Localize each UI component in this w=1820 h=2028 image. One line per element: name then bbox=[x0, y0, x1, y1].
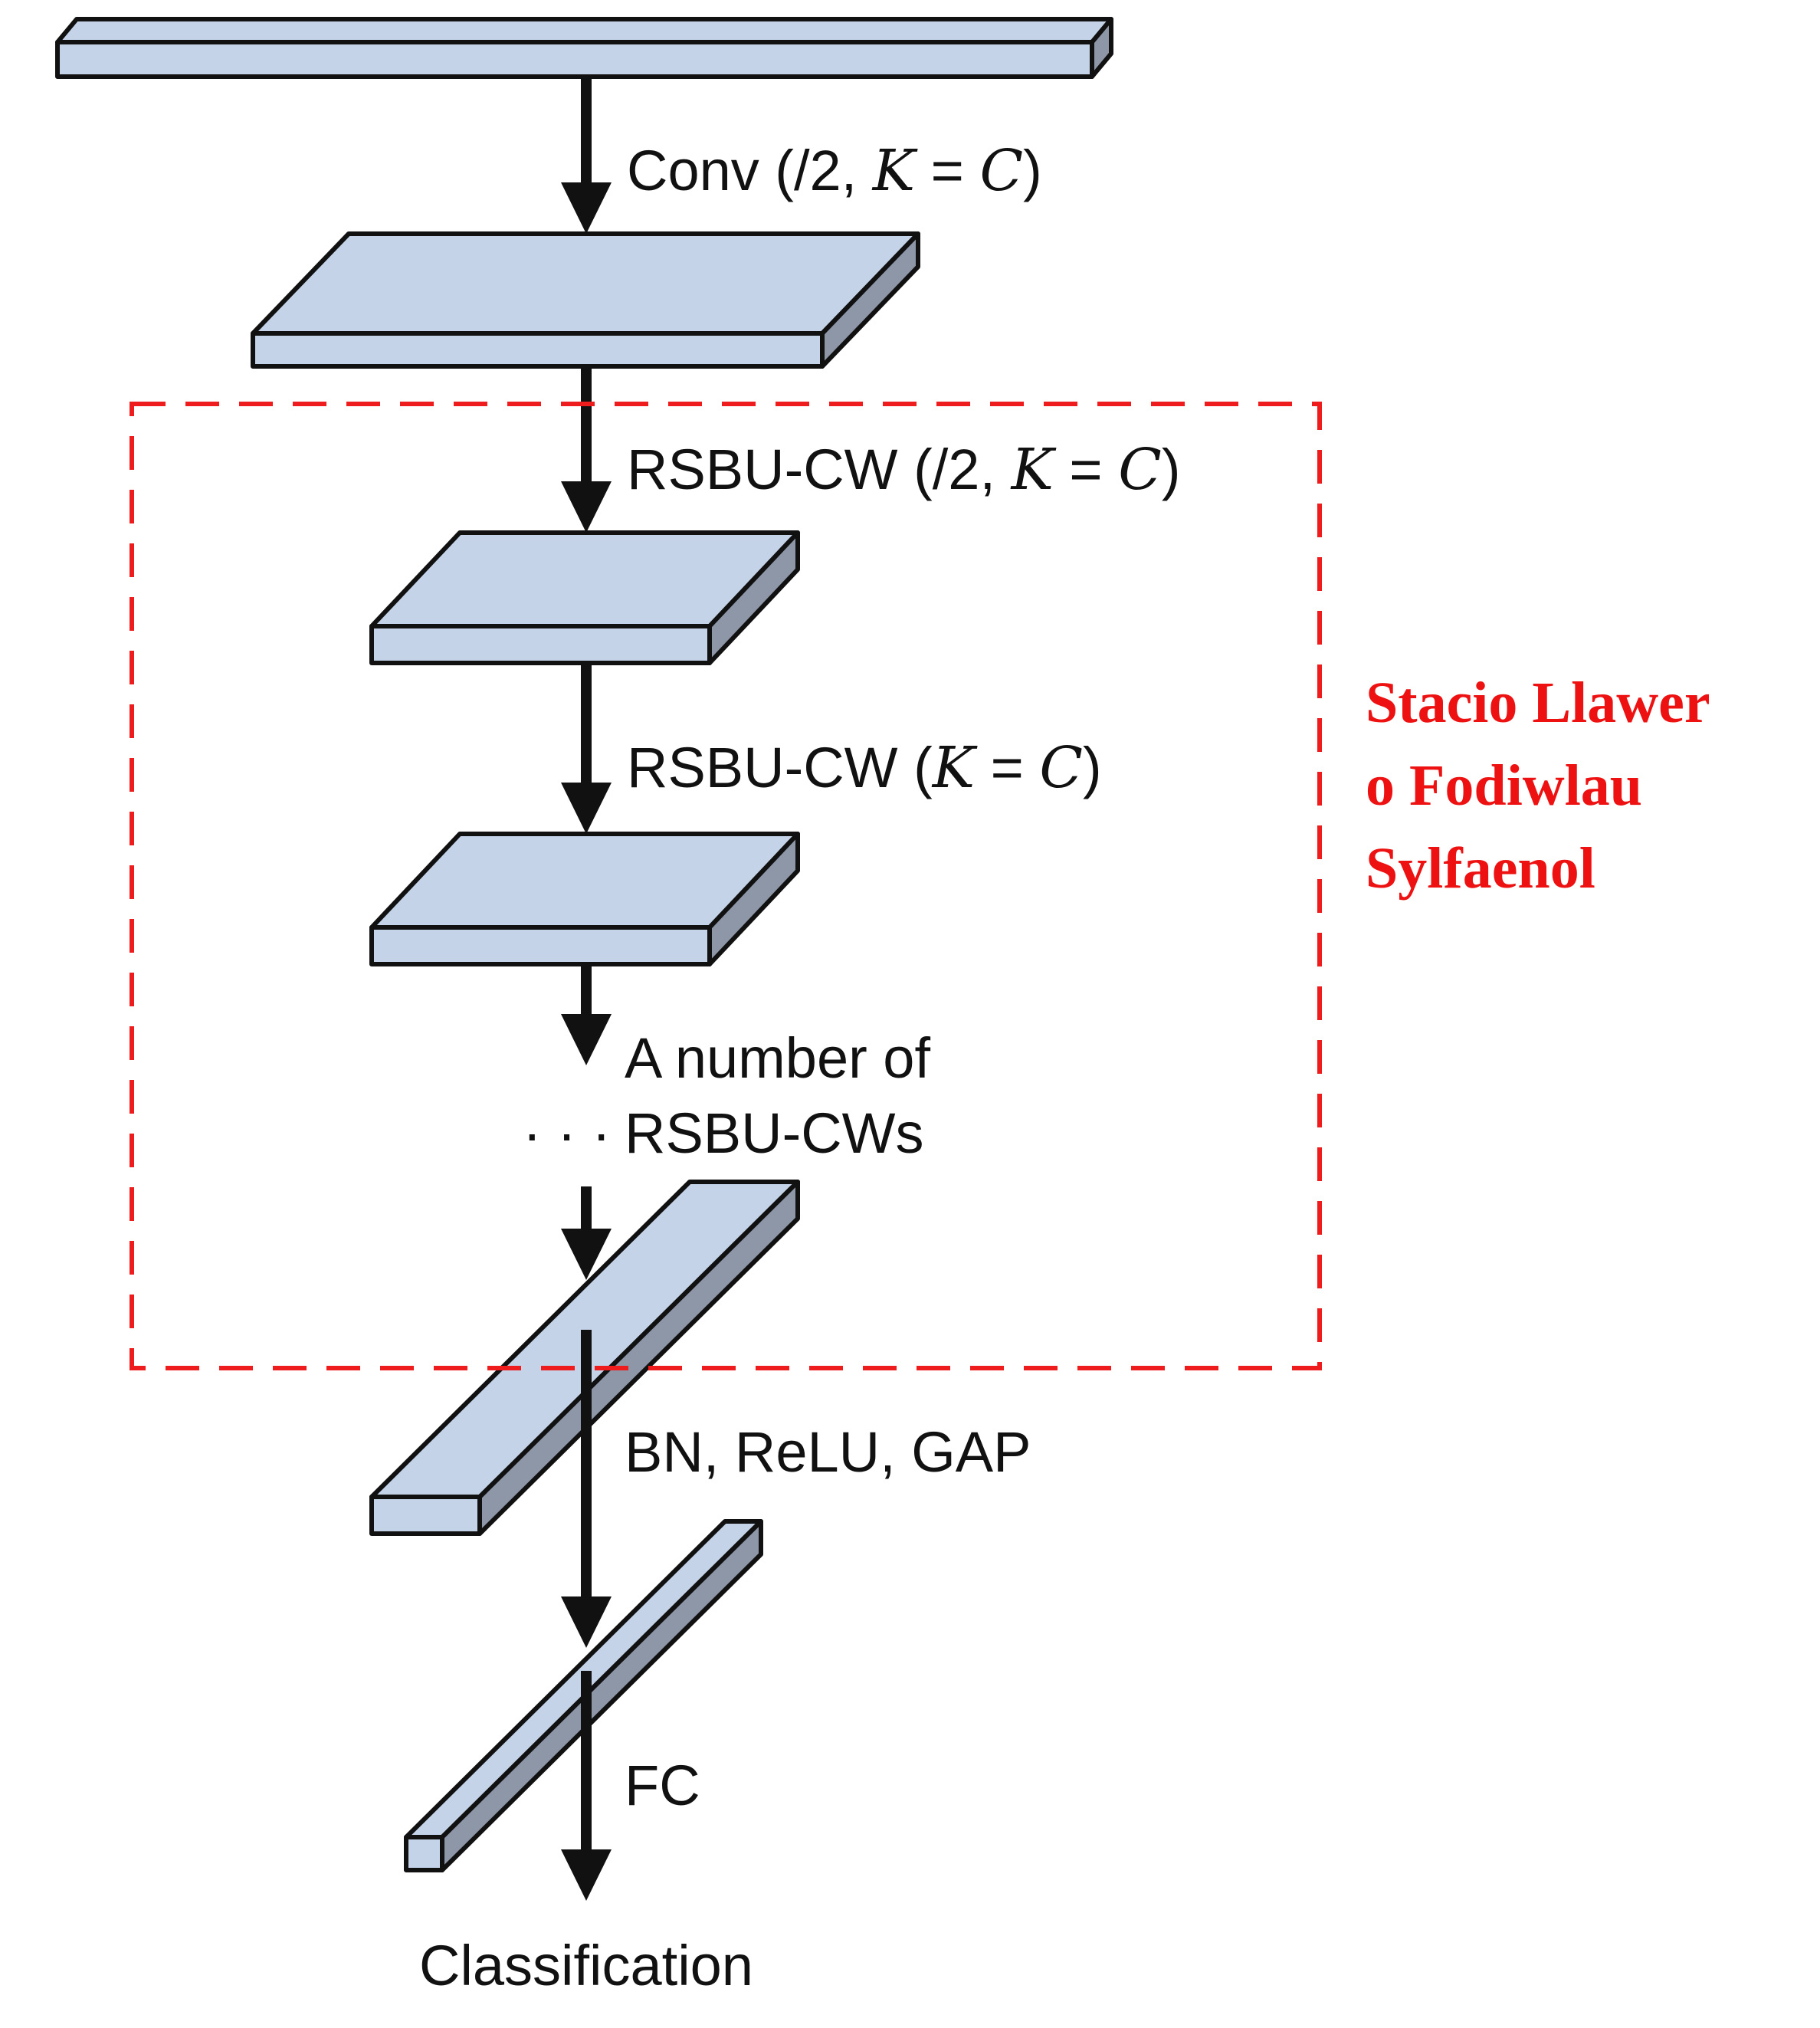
arrow-many bbox=[561, 964, 612, 1065]
fc-label: FC bbox=[625, 1754, 700, 1817]
arrow-bn bbox=[561, 1330, 612, 1648]
rsbu-label: RSBU-CW (K = C) bbox=[627, 735, 1102, 801]
conv-step-label: Conv (/2, K = C) bbox=[627, 138, 1042, 204]
region-box bbox=[130, 402, 1322, 1370]
arrow-rsbu-1 bbox=[561, 366, 612, 533]
input-block bbox=[55, 17, 1113, 79]
arrow-rsbu-2 bbox=[561, 663, 612, 834]
rsbu-downsample-label: RSBU-CW (/2, K = C) bbox=[627, 437, 1180, 503]
classification-label: Classification bbox=[419, 1934, 753, 1997]
ellipsis: · · · bbox=[523, 1101, 611, 1165]
many-rsbu-label-line1: A number of bbox=[625, 1026, 930, 1090]
region-label-line3: Sylfaenol bbox=[1366, 836, 1595, 901]
many-rsbu-label-line2: RSBU-CWs bbox=[625, 1101, 924, 1165]
rsbu-block-1 bbox=[369, 530, 800, 665]
arrow-fc bbox=[561, 1671, 612, 1901]
region-label-line1: Stacio Llawer bbox=[1366, 671, 1710, 735]
bn-relu-gap-label: BN, ReLU, GAP bbox=[625, 1420, 1031, 1484]
region-label-line2: o Fodiwlau bbox=[1366, 753, 1642, 818]
rsbu-block-2 bbox=[369, 832, 800, 966]
conv-output-block bbox=[251, 231, 920, 369]
arrow-many-2 bbox=[561, 1186, 612, 1280]
arrow-conv bbox=[561, 77, 612, 234]
